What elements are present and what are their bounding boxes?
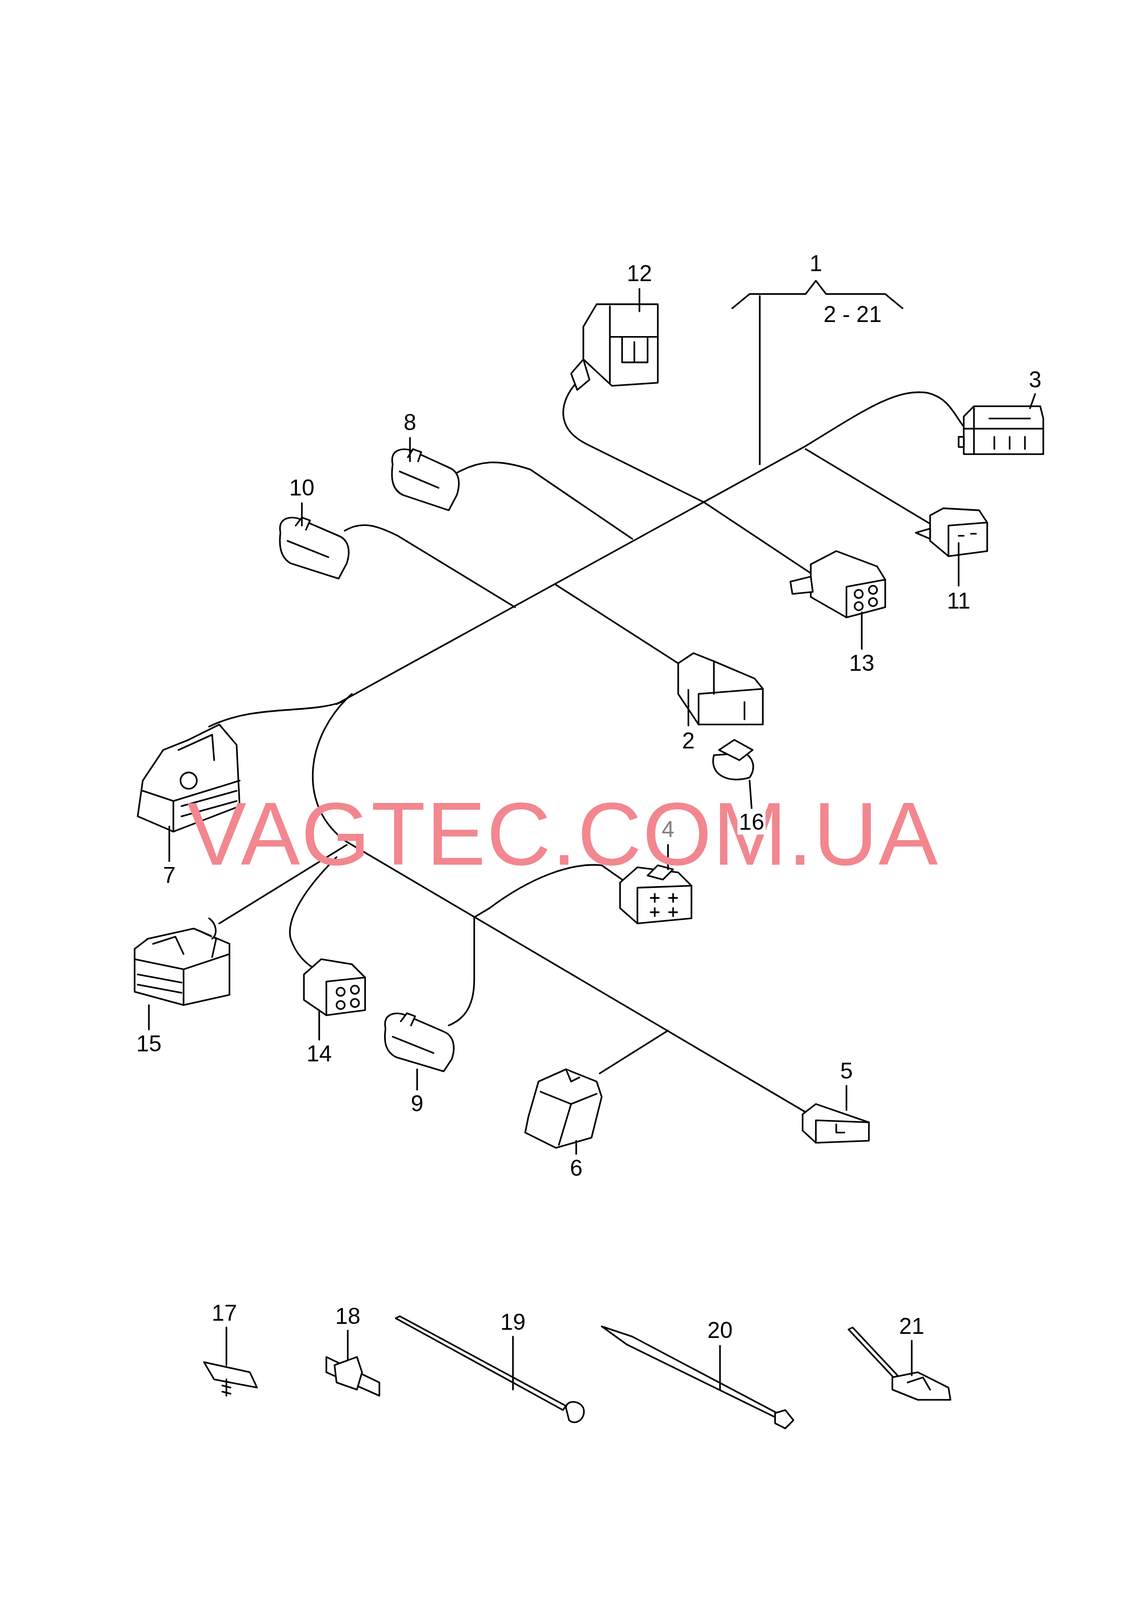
callout-number: 15 [134, 1030, 163, 1056]
callout-number: 7 [161, 862, 178, 888]
callout-number: 2 - 21 [822, 301, 884, 327]
callout-number: 16 [737, 809, 766, 835]
callout-number: 12 [625, 260, 654, 286]
callout-number: 18 [333, 1303, 362, 1329]
callout-number: 21 [897, 1313, 926, 1339]
callout-number: 9 [409, 1091, 425, 1117]
callout-number: 19 [498, 1309, 528, 1335]
harness-wires [208, 382, 964, 1112]
callout-number: 14 [305, 1041, 334, 1067]
callout-number: 17 [210, 1299, 239, 1325]
watermark: VAGTEC.COM.UA [187, 785, 939, 884]
callout-number: 13 [847, 650, 876, 676]
callout-number: 6 [568, 1155, 584, 1181]
callout-number: 5 [838, 1058, 855, 1084]
callout-number: 4 [660, 816, 676, 842]
callout-number: 1 [808, 250, 824, 276]
callout-number: 8 [402, 409, 418, 435]
leader-lines [148, 288, 1036, 1390]
leader-line [759, 296, 761, 465]
callout-number: 3 [1027, 366, 1043, 392]
connectors [134, 304, 1043, 1428]
callout-number: 10 [287, 474, 317, 500]
callout-number: 2 [680, 727, 697, 753]
callout-number: 11 [945, 587, 972, 613]
callout-number: 20 [706, 1317, 735, 1343]
